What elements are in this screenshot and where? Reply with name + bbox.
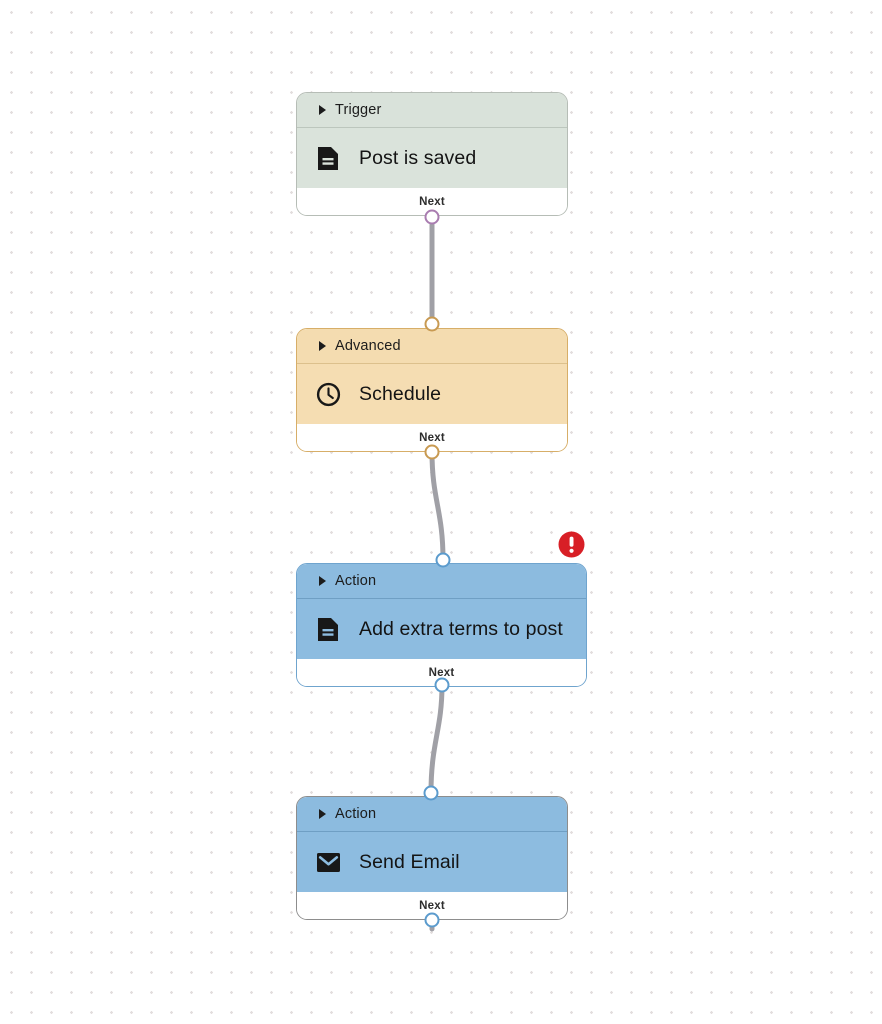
node-input-port-action-add-terms[interactable]: [435, 552, 451, 568]
node-footer-label: Next: [419, 899, 445, 912]
node-body-action[interactable]: Add extra terms to post: [297, 599, 586, 659]
node-output-port-action-add-terms[interactable]: [434, 677, 450, 693]
node-header-action[interactable]: Action: [297, 797, 567, 832]
node-category-label: Action: [335, 806, 377, 822]
node-header-advanced[interactable]: Advanced: [297, 329, 567, 364]
node-header-action[interactable]: Action: [297, 564, 586, 599]
workflow-node-trigger[interactable]: Trigger Post is saved Next: [296, 92, 568, 216]
node-output-port-send-email[interactable]: [424, 912, 440, 928]
workflow-node-action-send-email[interactable]: Action Send Email Next: [296, 796, 568, 920]
node-title: Post is saved: [359, 146, 477, 169]
node-title: Add extra terms to post: [359, 617, 563, 640]
chevron-right-icon[interactable]: [319, 105, 326, 115]
node-header-trigger[interactable]: Trigger: [297, 93, 567, 128]
chevron-right-icon[interactable]: [319, 341, 326, 351]
node-footer-label: Next: [428, 666, 455, 679]
chevron-right-icon[interactable]: [319, 576, 326, 586]
chevron-right-icon[interactable]: [319, 809, 326, 819]
error-exclamation-icon[interactable]: [558, 531, 585, 558]
node-title: Send Email: [359, 850, 460, 873]
node-body-trigger[interactable]: Post is saved: [297, 128, 567, 188]
document-icon: [315, 145, 341, 171]
node-footer-label: Next: [419, 195, 445, 208]
node-input-port-advanced[interactable]: [424, 316, 440, 332]
connector-action-to-send-email: [428, 682, 445, 796]
node-output-port-trigger[interactable]: [424, 209, 440, 225]
node-output-port-advanced[interactable]: [424, 444, 440, 460]
node-input-port-send-email[interactable]: [423, 785, 439, 801]
document-icon: [315, 616, 341, 642]
node-body-action[interactable]: Send Email: [297, 832, 567, 892]
node-footer-label: Next: [419, 431, 445, 444]
node-body-advanced[interactable]: Schedule: [297, 364, 567, 424]
node-category-label: Advanced: [335, 338, 401, 354]
connector-advanced-to-action: [429, 449, 446, 563]
node-category-label: Trigger: [335, 102, 382, 118]
envelope-icon: [315, 849, 341, 875]
node-category-label: Action: [335, 573, 377, 589]
workflow-node-advanced[interactable]: Advanced Schedule Next: [296, 328, 568, 452]
workflow-node-action-add-terms[interactable]: Action Add extra terms to post Next: [296, 563, 587, 687]
clock-icon: [315, 381, 341, 407]
node-title: Schedule: [359, 382, 442, 405]
